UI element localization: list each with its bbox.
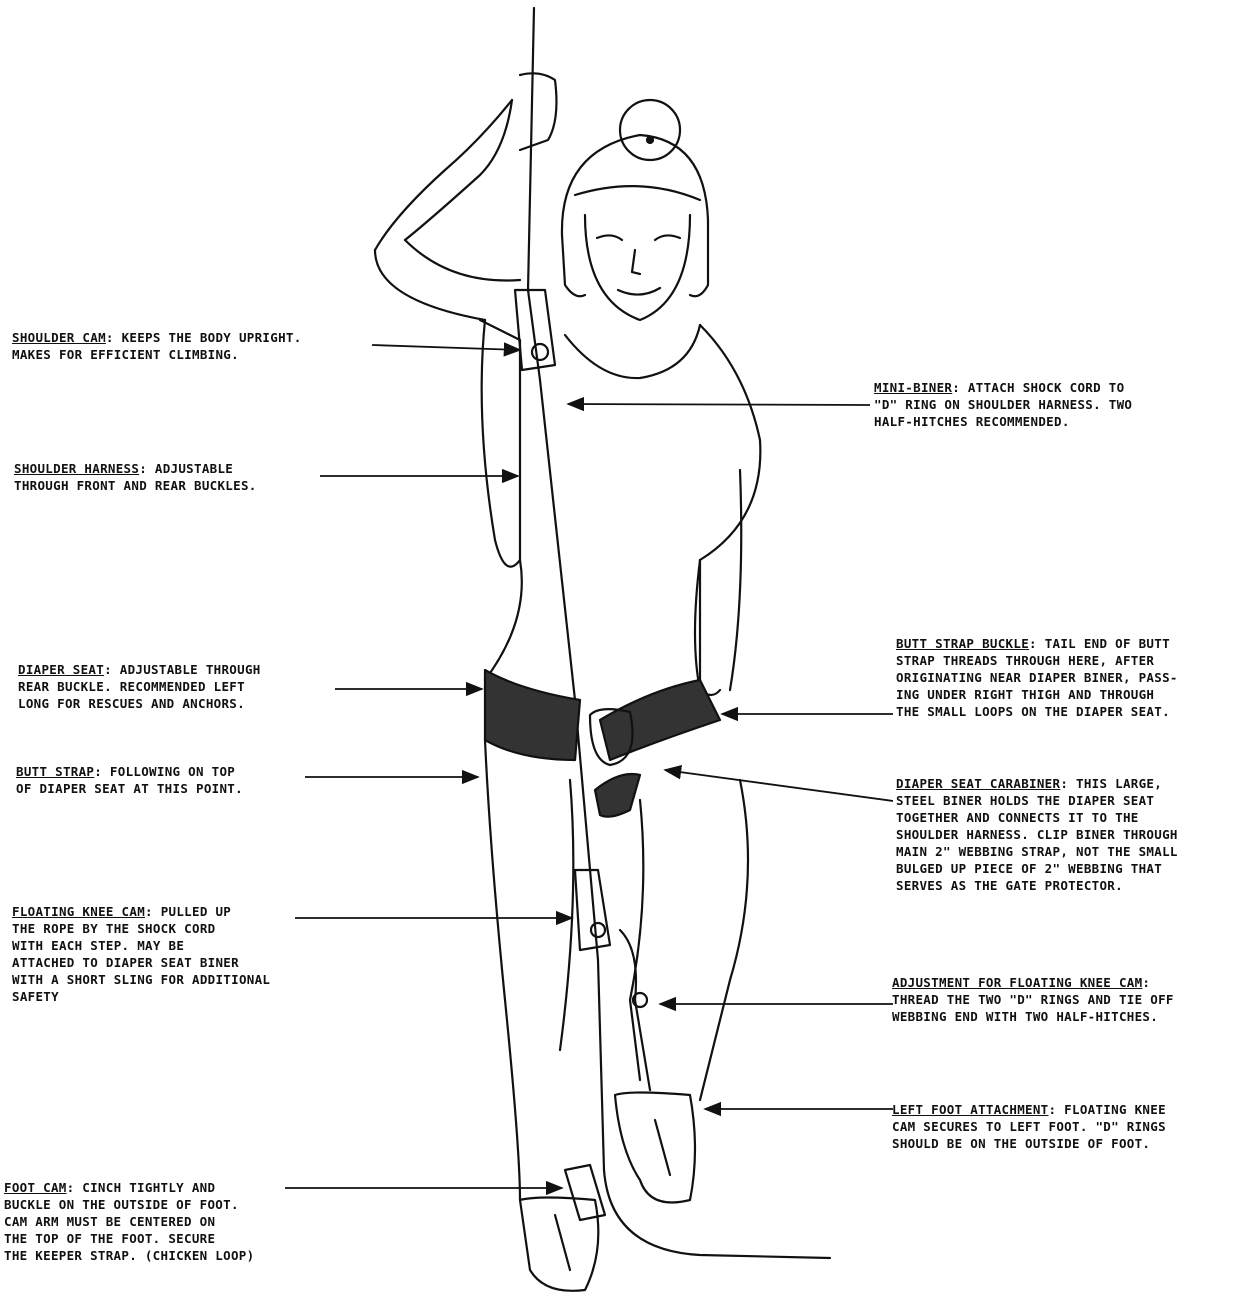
knee-cam-sling (620, 930, 650, 1090)
leader-mini-biner (568, 404, 870, 405)
label-shoulder-harness: SHOULDER HARNESS: ADJUSTABLE THROUGH FRO… (14, 460, 257, 494)
shoulder-cam-device (515, 290, 555, 370)
label-floating-knee-cam: FLOATING KNEE CAM: PULLED UP THE ROPE BY… (12, 903, 270, 1005)
label-shoulder-cam: SHOULDER CAM: KEEPS THE BODY UPRIGHT. MA… (12, 329, 302, 363)
label-diaper-seat: DIAPER SEAT: ADJUSTABLE THROUGH REAR BUC… (18, 661, 261, 712)
label-adjustment-knee-cam: ADJUSTMENT FOR FLOATING KNEE CAM: THREAD… (892, 974, 1174, 1025)
face (585, 215, 690, 320)
diaper-seat (485, 670, 720, 817)
foot-cam-device (565, 1165, 605, 1220)
label-butt-strap: BUTT STRAP: FOLLOWING ON TOP OF DIAPER S… (16, 763, 243, 797)
label-butt-strap-buckle: BUTT STRAP BUCKLE: TAIL END OF BUTT STRA… (896, 635, 1178, 720)
label-diaper-seat-carabiner: DIAPER SEAT CARABINER: THIS LARGE, STEEL… (896, 775, 1178, 894)
rope-tail (604, 1170, 830, 1258)
hanging-arm (695, 470, 741, 695)
left-foot (615, 1093, 695, 1203)
label-mini-biner: MINI-BINER: ATTACH SHOCK CORD TO "D" RIN… (874, 379, 1132, 430)
shirt (480, 320, 760, 680)
right-foot (520, 1198, 598, 1291)
leader-diaper-seat-carabiner (665, 770, 893, 801)
leader-shoulder-cam (372, 345, 520, 350)
headlamp (620, 100, 680, 160)
label-left-foot-attachment: LEFT FOOT ATTACHMENT: FLOATING KNEE CAM … (892, 1101, 1166, 1152)
label-foot-cam: FOOT CAM: CINCH TIGHTLY AND BUCKLE ON TH… (4, 1179, 254, 1264)
